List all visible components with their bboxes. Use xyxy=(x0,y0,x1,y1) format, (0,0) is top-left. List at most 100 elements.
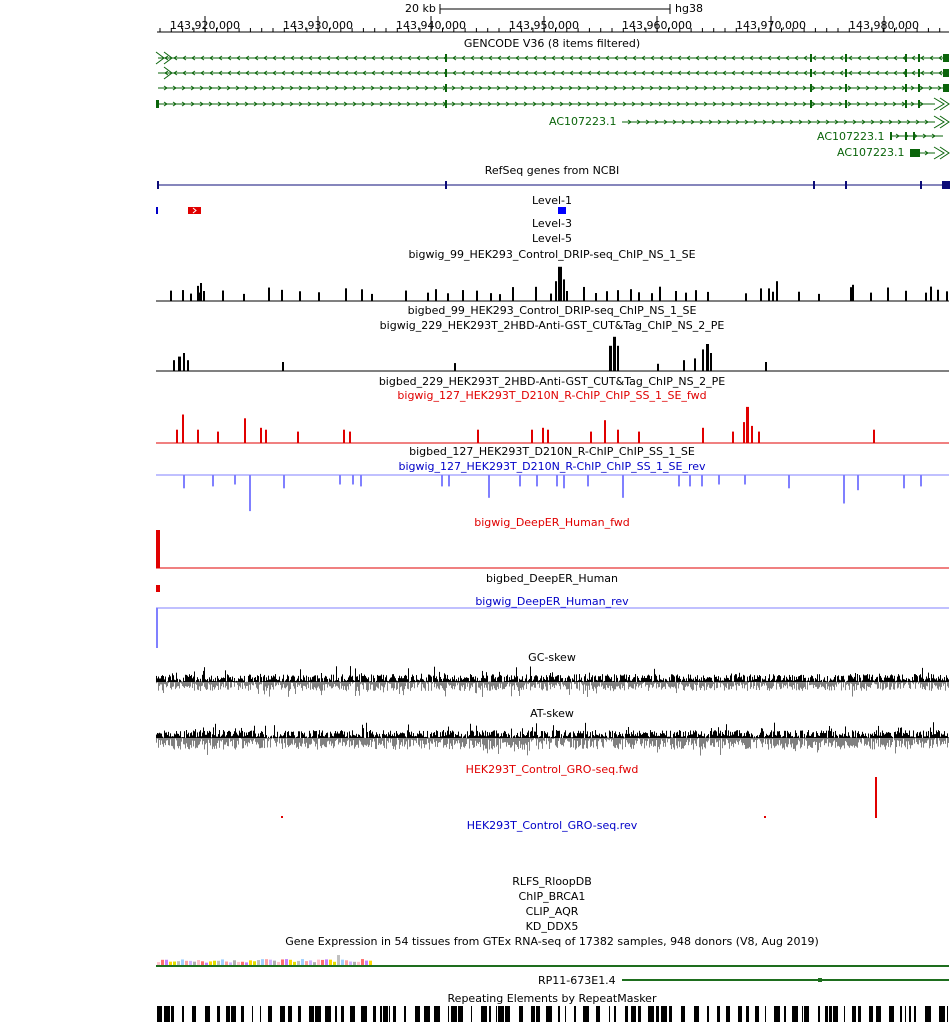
skew-positive-bar xyxy=(424,681,425,682)
gtex-tissue-bar xyxy=(325,959,328,965)
skew-negative-bar xyxy=(839,738,840,747)
skew-positive-bar xyxy=(708,733,709,738)
skew-positive-bar xyxy=(232,735,233,738)
skew-positive-bar xyxy=(688,674,689,682)
gene-label[interactable]: AC107223.1 xyxy=(817,130,885,143)
skew-positive-bar xyxy=(434,732,435,738)
skew-positive-bar xyxy=(547,677,548,682)
skew-positive-bar xyxy=(239,730,240,738)
skew-positive-bar xyxy=(644,732,645,738)
strand-arrow xyxy=(722,70,727,76)
gene-label[interactable]: AC107223.1 xyxy=(549,115,617,128)
skew-positive-bar xyxy=(333,674,334,682)
skew-negative-bar xyxy=(798,682,799,690)
repeat-element xyxy=(335,1006,337,1022)
rchip-rev-track[interactable] xyxy=(0,474,950,516)
skew-positive-bar xyxy=(534,676,535,682)
skew-positive-bar xyxy=(394,732,395,738)
skew-positive-bar xyxy=(574,733,575,738)
skew-positive-bar xyxy=(223,677,224,682)
skew-negative-bar xyxy=(831,738,832,747)
skew-positive-bar xyxy=(269,679,270,682)
skew-positive-bar xyxy=(412,674,413,682)
gtex-track[interactable] xyxy=(0,950,950,970)
skew-negative-bar xyxy=(860,738,861,743)
skew-negative-bar xyxy=(442,738,443,739)
skew-negative-bar xyxy=(943,682,944,686)
rchip-fwd-track[interactable] xyxy=(0,402,950,444)
skew-positive-bar xyxy=(711,728,712,738)
skew-positive-bar xyxy=(478,736,479,738)
skew-negative-bar xyxy=(494,682,495,689)
skew-negative-bar xyxy=(896,738,897,748)
skew-negative-bar xyxy=(587,682,588,697)
skew-positive-bar xyxy=(788,732,789,738)
level1-track[interactable] xyxy=(0,205,950,217)
skew-positive-bar xyxy=(439,736,440,738)
skew-negative-bar xyxy=(223,682,224,688)
skew-positive-bar xyxy=(913,730,914,738)
skew-positive-bar xyxy=(866,736,867,738)
skew-positive-bar xyxy=(222,678,223,682)
skew-negative-bar xyxy=(740,738,741,740)
deeper-bed-track[interactable] xyxy=(0,584,950,594)
skew-positive-bar xyxy=(358,679,359,682)
skew-negative-bar xyxy=(705,738,706,749)
rp11-gene-track[interactable] xyxy=(0,970,950,990)
skew-positive-bar xyxy=(889,677,890,682)
skew-positive-bar xyxy=(858,681,859,682)
skew-negative-bar xyxy=(927,682,928,687)
refseq-track[interactable] xyxy=(0,176,950,196)
signal-peak xyxy=(583,286,585,301)
strand-arrow xyxy=(163,85,168,91)
skew-negative-bar xyxy=(313,738,314,741)
skew-negative-bar xyxy=(357,682,358,687)
skew-negative-bar xyxy=(848,682,849,686)
skew-positive-bar xyxy=(545,732,546,738)
skew-positive-bar xyxy=(399,734,400,738)
deeper-fwd-track[interactable] xyxy=(0,528,950,570)
deeper-rev-track[interactable] xyxy=(0,607,950,651)
skew-negative-bar xyxy=(611,682,612,686)
gc-skew-track[interactable] xyxy=(0,662,950,706)
signal-peak xyxy=(212,475,214,487)
skew-negative-bar xyxy=(321,682,322,696)
rp11-gene-label[interactable]: RP11-673E1.4 xyxy=(538,974,616,987)
skew-negative-bar xyxy=(852,682,853,697)
gencode-track[interactable] xyxy=(0,50,950,165)
skew-negative-bar xyxy=(881,682,882,684)
skew-negative-bar xyxy=(181,738,182,742)
skew-negative-bar xyxy=(735,682,736,686)
skew-negative-bar xyxy=(292,738,293,745)
cut-signal-track[interactable] xyxy=(0,332,950,372)
skew-positive-bar xyxy=(310,733,311,738)
skew-positive-bar xyxy=(800,730,801,738)
strand-arrow xyxy=(893,70,898,76)
skew-negative-bar xyxy=(178,738,179,749)
signal-peak xyxy=(850,287,852,301)
skew-negative-bar xyxy=(777,682,778,684)
skew-positive-bar xyxy=(620,734,621,738)
strand-arrow xyxy=(613,85,618,91)
skew-negative-bar xyxy=(540,682,541,683)
skew-negative-bar xyxy=(646,738,647,746)
repeatmasker-track[interactable] xyxy=(0,1006,950,1022)
skew-negative-bar xyxy=(430,738,431,742)
skew-negative-bar xyxy=(894,738,895,741)
signal-peak xyxy=(536,475,538,487)
exon xyxy=(918,84,920,92)
ruler-track[interactable] xyxy=(0,0,950,33)
skew-negative-bar xyxy=(802,682,803,691)
drip-signal-track[interactable] xyxy=(0,262,950,302)
skew-negative-bar xyxy=(325,682,326,685)
repeat-element xyxy=(574,1006,576,1022)
gro-fwd-track[interactable] xyxy=(0,774,950,820)
at-skew-track[interactable] xyxy=(0,718,950,762)
gene-label[interactable]: AC107223.1 xyxy=(837,146,905,159)
strand-arrow xyxy=(721,101,726,107)
skew-negative-bar xyxy=(567,738,568,741)
gtex-tissue-bar xyxy=(173,961,176,965)
skew-positive-bar xyxy=(737,678,738,682)
skew-positive-bar xyxy=(430,733,431,738)
